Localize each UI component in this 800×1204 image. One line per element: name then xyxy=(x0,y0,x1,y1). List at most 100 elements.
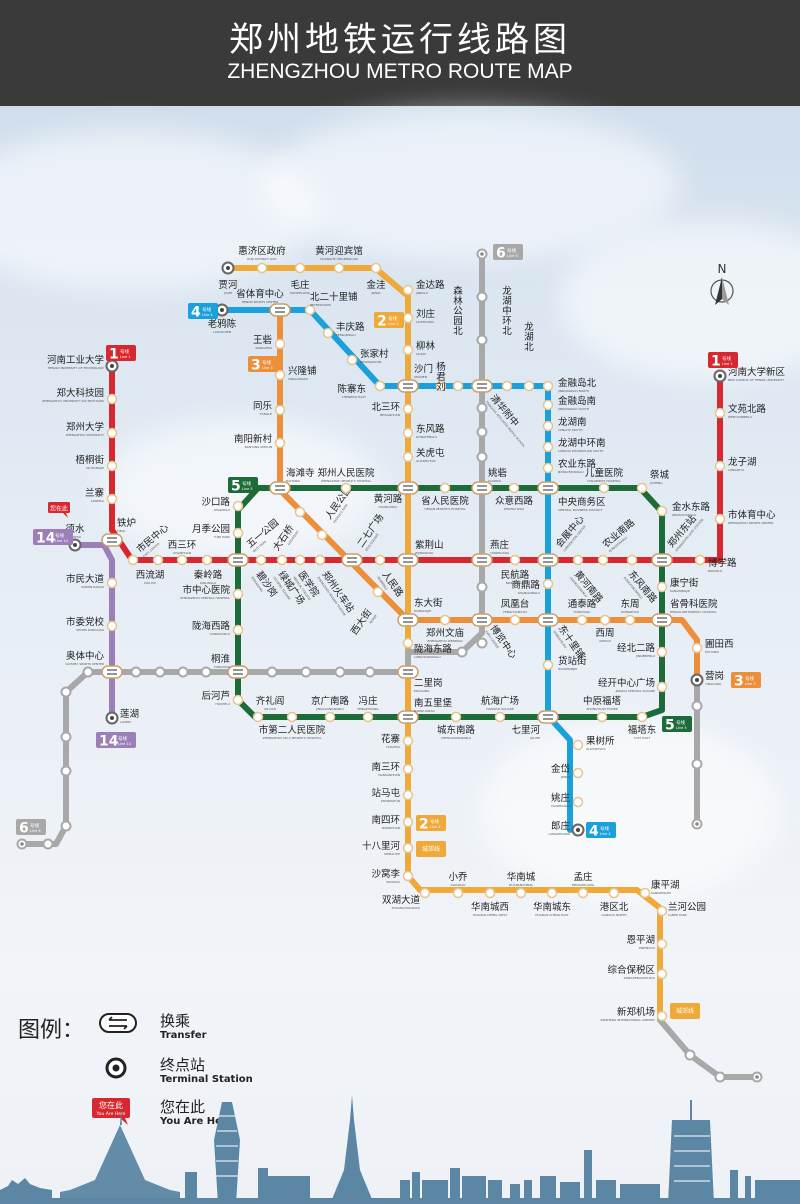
station-marker[interactable] xyxy=(476,451,488,463)
station-marker[interactable] xyxy=(130,666,142,678)
station-marker[interactable] xyxy=(42,838,54,850)
station-marker[interactable] xyxy=(476,334,488,346)
station-marker[interactable] xyxy=(476,291,488,303)
station-marker[interactable] xyxy=(300,666,312,678)
station-marker[interactable] xyxy=(82,666,94,678)
station-marker[interactable] xyxy=(60,765,72,777)
station-marker[interactable] xyxy=(751,1071,763,1083)
line-badge-airport[interactable]: 城郊线 xyxy=(416,841,446,857)
station-marker[interactable] xyxy=(60,686,72,698)
station-marker[interactable] xyxy=(691,700,703,712)
station-yangjunliu[interactable]: 杨君刘 xyxy=(435,361,447,393)
station-marker[interactable] xyxy=(200,666,212,678)
station-marker[interactable] xyxy=(476,581,488,593)
station-marker[interactable] xyxy=(364,666,376,678)
station-marker[interactable] xyxy=(476,248,488,260)
station-marker[interactable] xyxy=(476,637,488,649)
station-marker[interactable] xyxy=(266,666,278,678)
station-marker[interactable] xyxy=(684,1049,696,1061)
station-longhu-north[interactable]: 龙湖北 xyxy=(523,321,535,392)
station-marker[interactable] xyxy=(154,666,166,678)
